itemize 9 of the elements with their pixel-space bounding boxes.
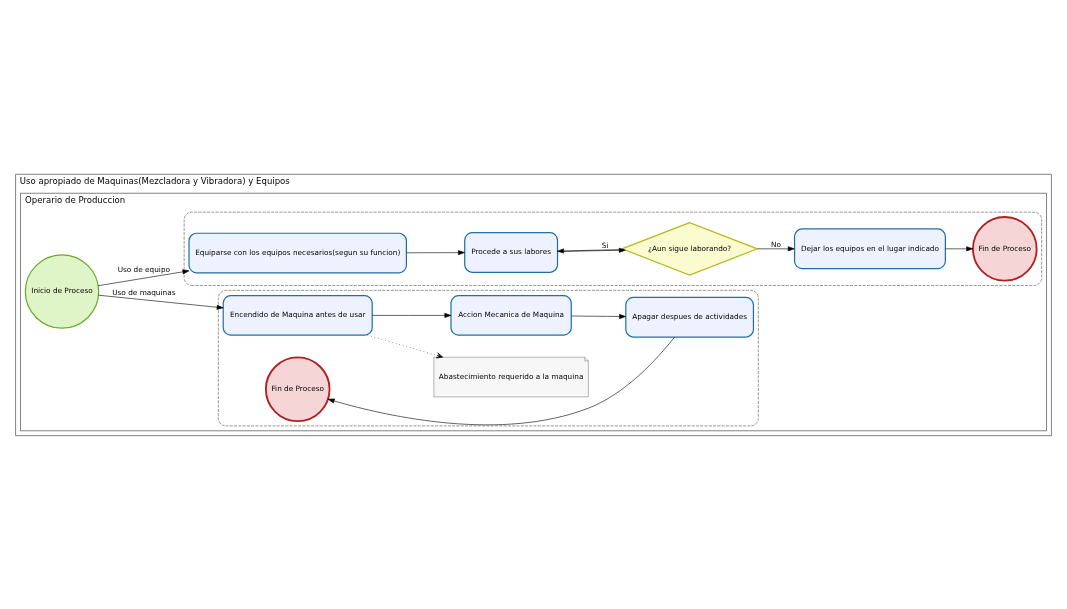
arrow [327, 336, 675, 425]
arrow [98, 294, 224, 310]
arrow [945, 245, 974, 251]
arrow [97, 268, 190, 286]
arrow [571, 313, 626, 319]
arrow [367, 334, 444, 358]
arrow [371, 312, 452, 318]
arrow [757, 245, 795, 251]
arrow [406, 249, 465, 255]
